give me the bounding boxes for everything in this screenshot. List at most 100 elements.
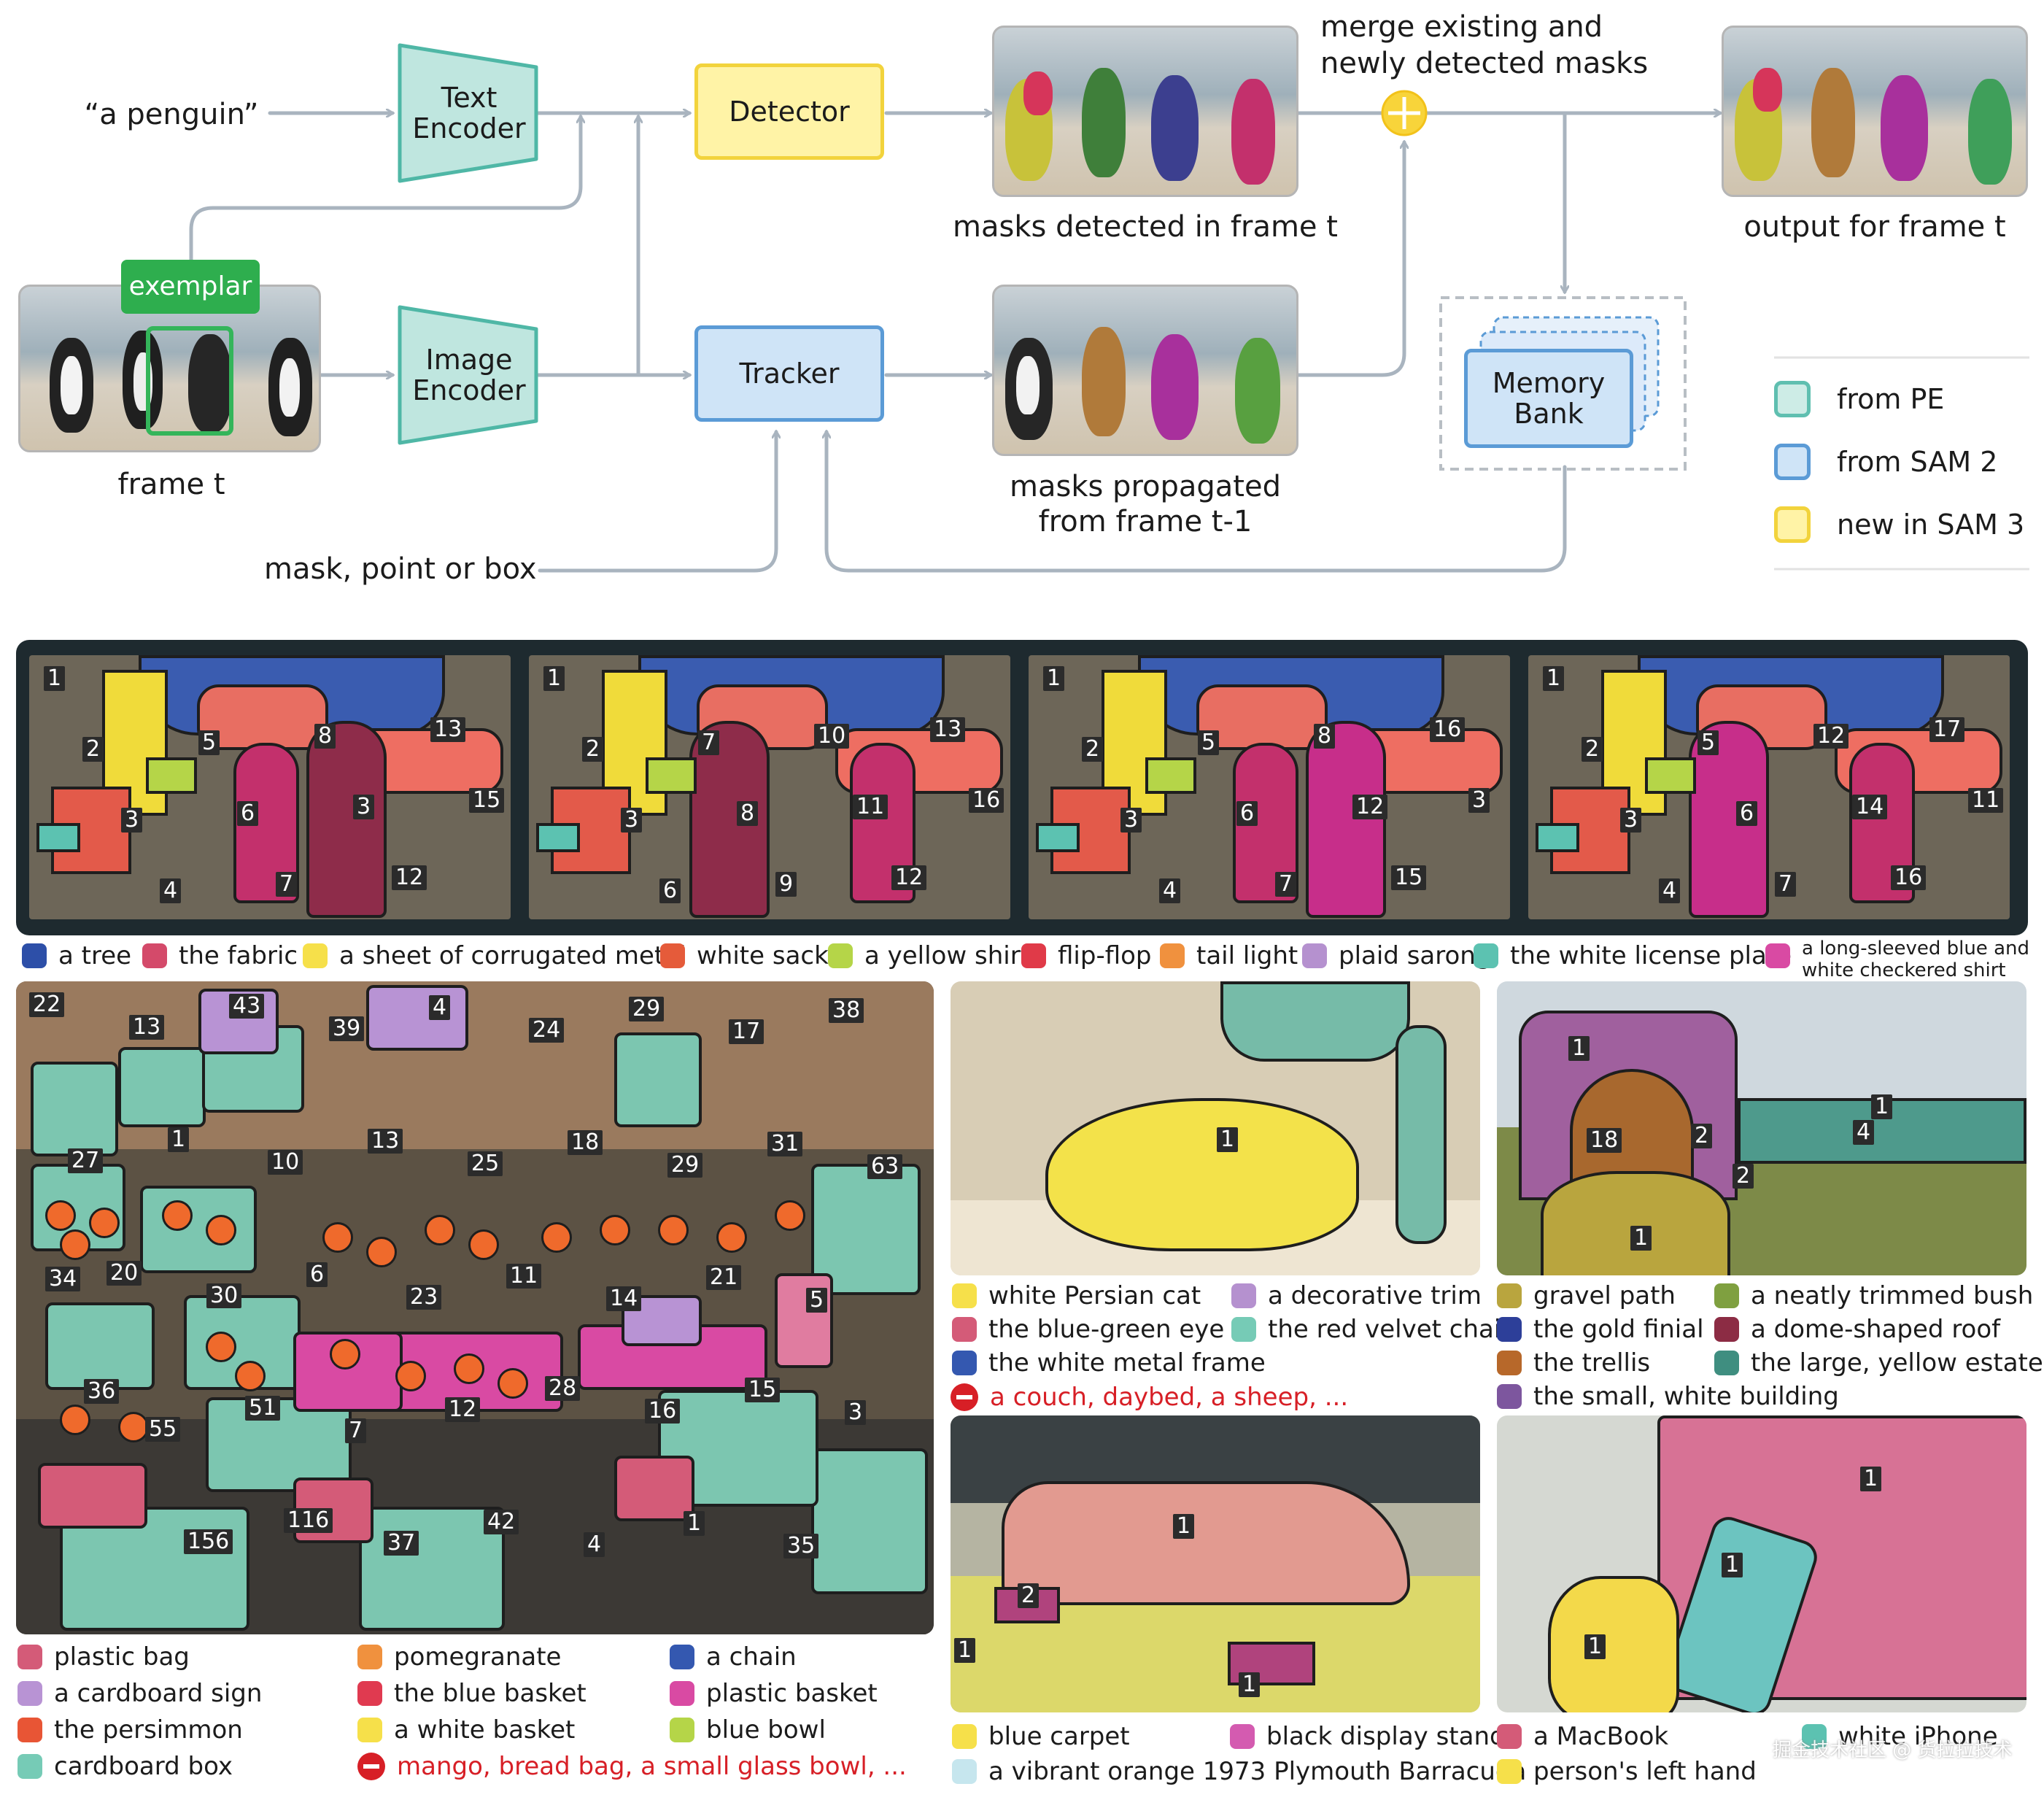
frame-mask-label: 14 — [1852, 795, 1887, 819]
market-mask-label: 25 — [468, 1151, 503, 1176]
legend-item: a MacBook — [1497, 1722, 1668, 1751]
legend-item: a couch, daybed, a sheep, ... — [951, 1383, 1348, 1412]
market-mask-label: 35 — [783, 1534, 818, 1558]
persimmon-mask — [118, 1412, 149, 1442]
persimmon-mask — [330, 1339, 360, 1370]
frame-mask-label: 17 — [1929, 717, 1964, 742]
legend-item: gravel path — [1497, 1281, 1676, 1310]
text-prompt: “a penguin” — [80, 97, 263, 132]
legend-label: a chain — [706, 1642, 797, 1672]
market-mask-label: 55 — [145, 1417, 180, 1442]
persimmon-mask — [162, 1200, 193, 1231]
legend-item: a dome-shaped roof — [1714, 1315, 2000, 1344]
market-mask-label: 1 — [168, 1127, 189, 1152]
legend-label: white Persian cat — [988, 1281, 1201, 1310]
legend-item: the red velvet chair — [1231, 1315, 1511, 1344]
legend-swatch — [18, 1645, 42, 1669]
legend-label: black display stand — [1266, 1722, 1506, 1751]
car-mask-label: 1 — [954, 1638, 975, 1663]
frame-mask-label: 7 — [698, 730, 719, 755]
frame-mask-label: 2 — [582, 737, 603, 762]
masks-detected-label: masks detected in frame t — [941, 209, 1350, 244]
legend-label: blue carpet — [988, 1722, 1130, 1751]
legend-label: the large, yellow estate — [1751, 1348, 2043, 1378]
market-mask-label: 63 — [867, 1154, 902, 1179]
legend-item: the large, yellow estate — [1714, 1348, 2043, 1378]
frame-mask-label: 4 — [1659, 878, 1680, 903]
legend-label: person's left hand — [1533, 1757, 1757, 1786]
persimmon-mask — [395, 1361, 426, 1391]
legend-label: the small, white building — [1533, 1382, 1839, 1411]
market-mask-label: 21 — [706, 1265, 741, 1290]
market-mask-label: 7 — [345, 1418, 366, 1443]
legend-item: black display stand — [1230, 1722, 1506, 1751]
persimmon-mask — [468, 1229, 499, 1260]
legend-item: a decorative trim — [1231, 1281, 1482, 1310]
market-mask — [140, 1186, 257, 1273]
output-label: output for frame t — [1707, 209, 2043, 244]
legend-item: blue carpet — [952, 1722, 1130, 1751]
legend-swatch — [952, 1317, 977, 1342]
frame-mask-label: 5 — [198, 730, 220, 755]
frame-mask-label: 1 — [1043, 666, 1064, 691]
frame-mask-label: 3 — [1468, 788, 1490, 813]
legend-item: white sack — [660, 941, 829, 970]
legend-swatch — [1497, 1351, 1522, 1375]
legend-item: a tree — [22, 941, 131, 970]
frame-mask-label: 8 — [314, 724, 336, 749]
legend-label: new in SAM 3 — [1837, 507, 2024, 542]
legend-swatch — [952, 1724, 977, 1749]
market-mask — [45, 1302, 155, 1390]
legend-item: plastic basket — [670, 1679, 878, 1708]
shirt-mask — [646, 757, 697, 794]
negative-prompt-icon — [951, 1383, 978, 1411]
legend-label: the fabric — [179, 941, 298, 970]
estate-mask-label: 1 — [1630, 1226, 1652, 1251]
market-mask-label: 3 — [845, 1400, 866, 1425]
persimmon-mask — [366, 1237, 397, 1267]
legend-label: plaid sarong — [1339, 941, 1491, 970]
legend-swatch — [357, 1645, 382, 1669]
memory-bank-box: Memory Bank — [1464, 349, 1633, 448]
frame-mask-label: 12 — [1813, 724, 1848, 749]
estate-image — [1497, 981, 2026, 1275]
legend-label: a couch, daybed, a sheep, ... — [990, 1383, 1348, 1412]
legend-label: the blue basket — [394, 1679, 587, 1708]
legend-label: pomegranate — [394, 1642, 561, 1672]
persimmon-mask — [89, 1208, 120, 1238]
frame-mask-label: 5 — [1198, 730, 1219, 755]
persimmon-mask — [658, 1215, 689, 1245]
car-image — [951, 1415, 1480, 1712]
market-mask-label: 29 — [667, 1153, 702, 1178]
legend-label: the white license plate — [1510, 941, 1792, 970]
legend-label: a long-sleeved blue and white checkered … — [1802, 938, 2029, 981]
video-frame: 123456781215163 — [1029, 655, 1510, 919]
legend-swatch — [952, 1759, 977, 1784]
persimmon-mask — [775, 1200, 805, 1231]
market-mask — [614, 1032, 702, 1127]
watermark: 掘金技术社区 @ 货拉拉技术 — [1773, 1735, 2013, 1762]
legend-swatch — [952, 1283, 977, 1308]
market-mask-label: 28 — [545, 1376, 580, 1401]
legend-label: a vibrant orange 1973 Plymouth Barracuda — [988, 1757, 1526, 1786]
legend-label: from SAM 2 — [1837, 444, 1997, 479]
frame-mask-label: 12 — [891, 865, 926, 890]
frame-mask-label: 2 — [1582, 737, 1603, 762]
persimmon-mask — [206, 1215, 236, 1245]
frame-mask-label: 6 — [237, 801, 258, 826]
legend-swatch — [1714, 1283, 1739, 1308]
legend-swatch — [1497, 1384, 1522, 1409]
legend-label: a yellow shirt — [864, 941, 1030, 970]
market-mask-label: 38 — [829, 998, 864, 1023]
legend-swatch — [1230, 1724, 1255, 1749]
frame-mask-label: 12 — [392, 865, 427, 890]
estate-mask-label: 1 — [1568, 1036, 1590, 1061]
frame-mask-label: 1 — [543, 666, 565, 691]
legend-label: the red velvet chair — [1268, 1315, 1511, 1344]
market-mask — [614, 1456, 694, 1521]
laptop-mask-label: 1 — [1584, 1634, 1606, 1659]
market-mask-label: 37 — [384, 1531, 419, 1556]
legend-label: blue bowl — [706, 1715, 826, 1745]
legend-swatch — [1714, 1317, 1739, 1342]
legend-label: a white basket — [394, 1715, 575, 1745]
